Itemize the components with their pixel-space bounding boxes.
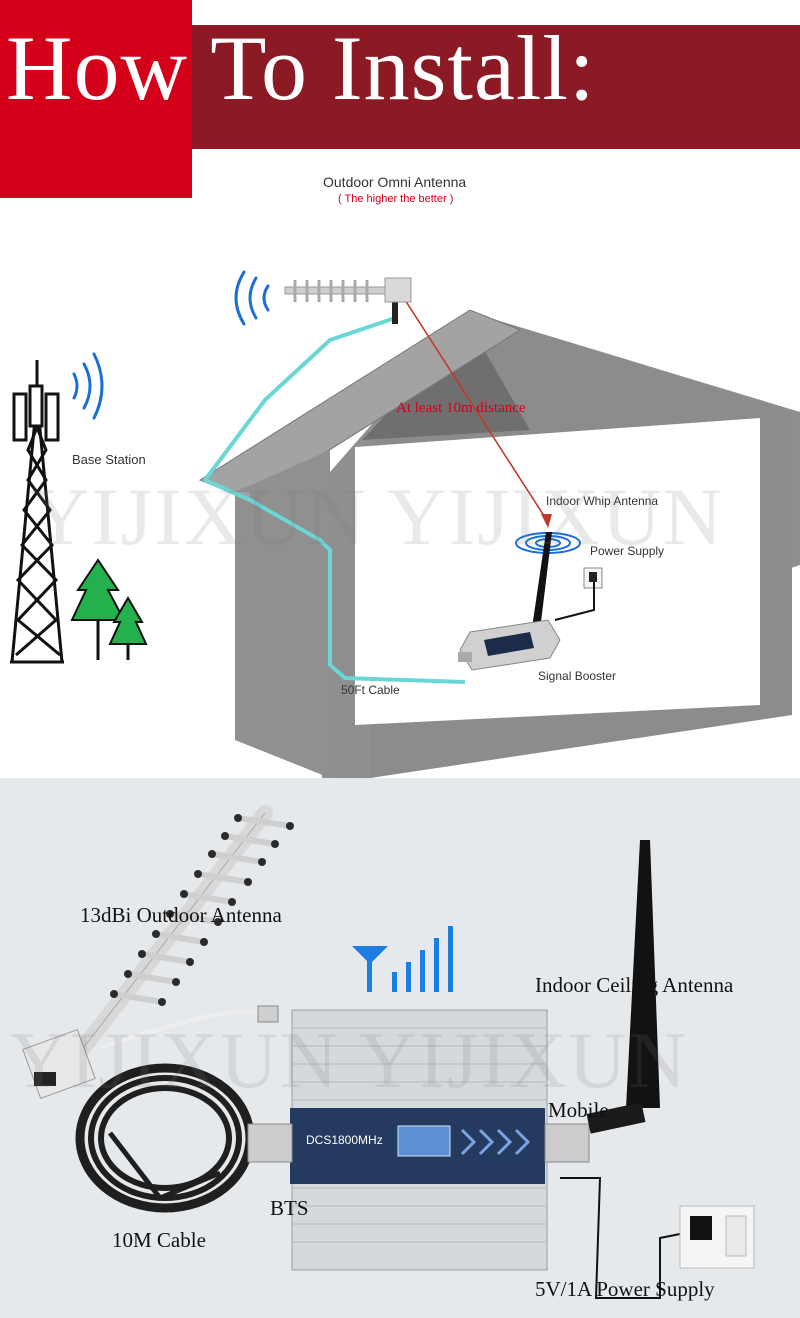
- tower-signal-icon: [72, 352, 104, 420]
- antenna-feed-cable: [99, 1009, 263, 1050]
- outdoor-yagi-antenna: [284, 277, 412, 324]
- cable-line: [203, 316, 466, 684]
- base-station-tower: [10, 360, 64, 664]
- antenna-hinge: [586, 1102, 646, 1134]
- distance-label: At least 10m distance: [396, 400, 526, 416]
- header-red-block: [0, 0, 192, 198]
- base-station-label: Base Station: [72, 452, 146, 467]
- booster-model-label: DCS1800MHz: [306, 1133, 383, 1147]
- bts-label: BTS: [270, 1196, 309, 1220]
- yagi-signal-icon: [234, 270, 270, 326]
- indoor-whip-label: Indoor Whip Antenna: [546, 494, 659, 508]
- power-outlet: [679, 1205, 755, 1269]
- power-supply-label: Power Supply: [590, 544, 665, 558]
- header-band: [192, 25, 800, 149]
- power-label: 5V/1A Power Supply: [535, 1277, 715, 1301]
- outdoor-antenna-label: Outdoor Omni Antenna: [323, 174, 467, 190]
- power-outlet: [554, 567, 603, 621]
- page-title: How To Install:: [6, 17, 596, 119]
- signal-booster-label: Signal Booster: [538, 669, 617, 683]
- watermark-bottom: YIJIXUN YIJIXUN: [10, 1017, 689, 1105]
- outdoor-yagi-antenna: [22, 805, 294, 1099]
- indoor-antenna-label: Indoor Ceiling Antenna: [535, 973, 734, 997]
- indoor-whip-antenna: [626, 840, 660, 1108]
- signal-booster-device: [458, 619, 561, 671]
- product-illustration: [22, 805, 755, 1299]
- mobile-label: Mobile: [548, 1098, 609, 1122]
- cable-connector: [257, 1005, 279, 1023]
- distance-arrow: [404, 299, 552, 528]
- watermark-top: YIJIXUN YIJIXUN: [30, 471, 725, 562]
- outdoor-antenna-note: ( The higher the better ): [338, 193, 454, 205]
- trees: [70, 558, 148, 660]
- power-wire: [560, 1177, 701, 1299]
- indoor-whip-antenna: [532, 532, 552, 630]
- outdoor-antenna-label: 13dBi Outdoor Antenna: [80, 903, 282, 927]
- cable-label: 50Ft Cable: [341, 683, 400, 697]
- signal-bars-icon: [352, 926, 453, 992]
- cable-label: 10M Cable: [112, 1228, 206, 1252]
- signal-booster-device: [247, 1009, 590, 1271]
- installation-diagram: [10, 270, 800, 778]
